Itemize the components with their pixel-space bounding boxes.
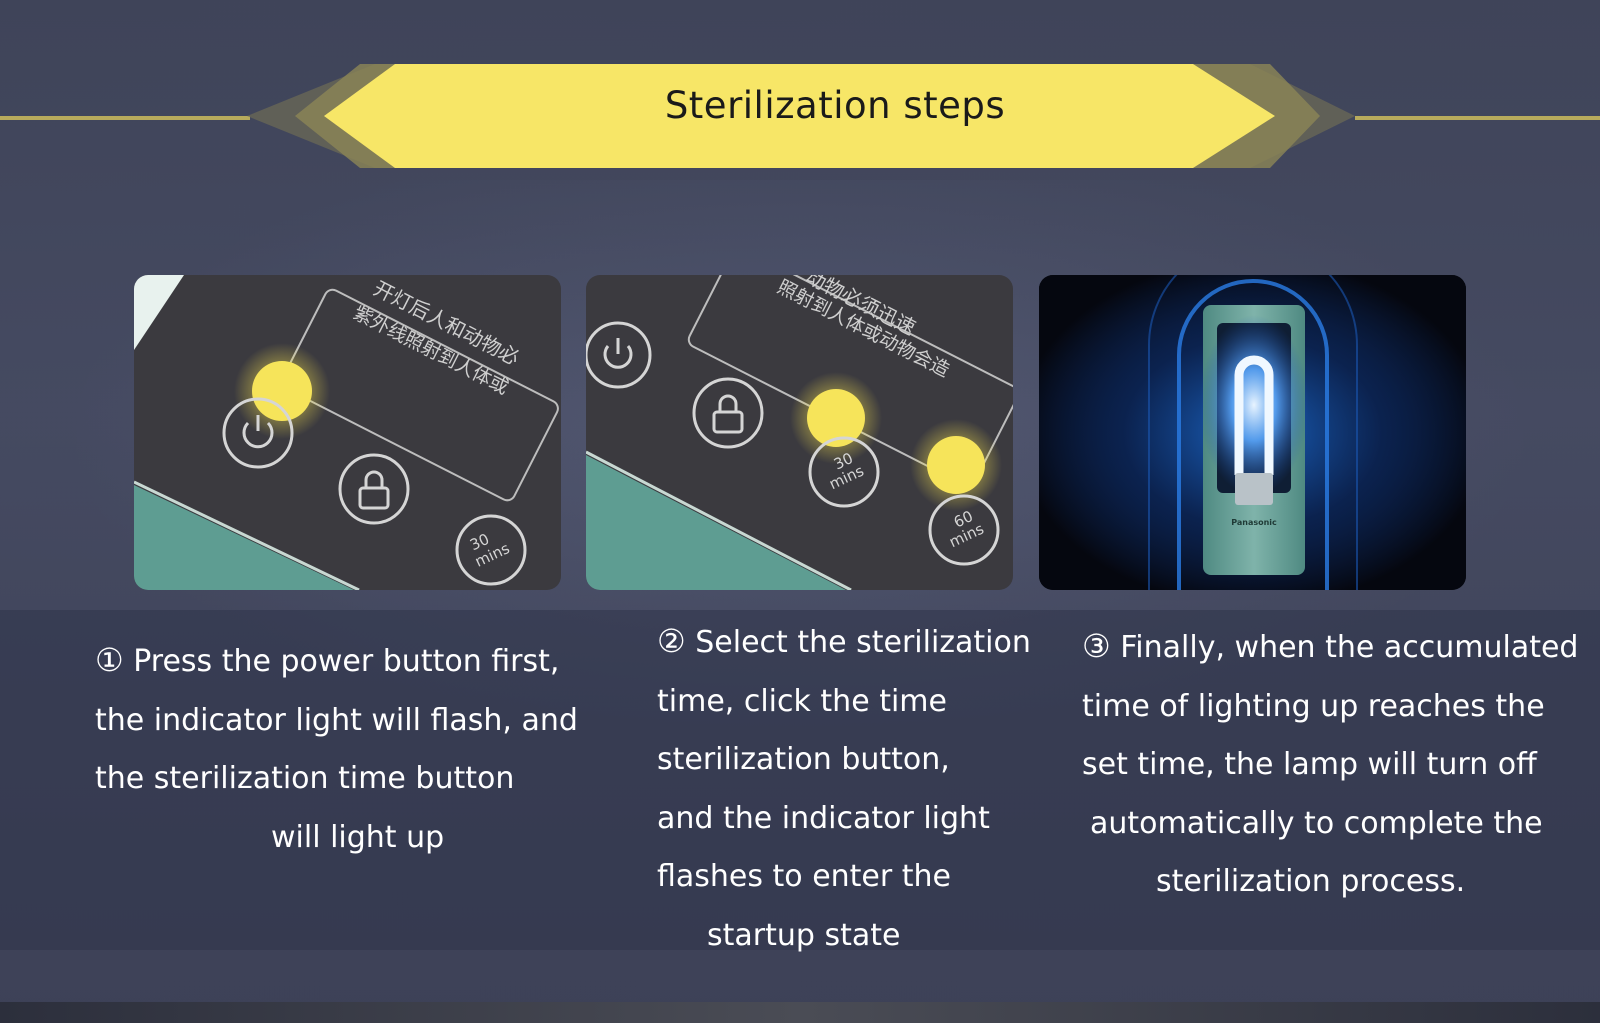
lock-icon [338, 453, 410, 525]
step-3-image: Panasonic [1039, 275, 1466, 590]
step-2-line-3: sterilization button, [657, 742, 950, 777]
step-1-image: 开灯后人和动物必 紫外线照射到人体或 30 mins [134, 275, 561, 590]
step-2-number: ② [657, 622, 686, 660]
lamp-brand-logo: Panasonic [1231, 518, 1277, 527]
step-3-line-3: set time, the lamp will turn off [1082, 747, 1537, 782]
bottom-bar [0, 1002, 1600, 1023]
step-1-line-3: the sterilization time button [95, 761, 515, 796]
step-2-line-5: flashes to enter the [657, 859, 951, 894]
step-3-number: ③ [1082, 627, 1111, 665]
power-icon [586, 321, 652, 389]
page-title: Sterilization steps [664, 84, 1006, 127]
step-2-line-4: and the indicator light [657, 800, 990, 836]
header-line-right [1355, 116, 1600, 120]
step-3-line-2: time of lighting up reaches the [1082, 688, 1545, 724]
step-2-line-6: startup state [707, 917, 901, 953]
step-1-caption: ① Press the power button first, the indi… [95, 631, 578, 867]
step-3-line-1: Finally, when the accumulated [1120, 630, 1579, 665]
step-3-line-4: automatically to complete the [1090, 805, 1543, 841]
step-1-line-2: the indicator light will flash, and [95, 702, 578, 738]
step-2-line-2: time, click the time [657, 683, 947, 719]
header-banner [247, 64, 1355, 168]
step-2-line-1: Select the sterilization [695, 625, 1031, 660]
step-2-caption: ② Select the sterilization time, click t… [657, 612, 1037, 965]
power-icon [222, 397, 294, 469]
step-3-caption: ③ Finally, when the accumulated time of … [1082, 617, 1582, 912]
step-1-number: ① [95, 641, 124, 679]
step-1-line-1: Press the power button first, [133, 644, 560, 679]
header-line-left [0, 116, 250, 120]
caption-band [0, 610, 1600, 950]
lock-icon [692, 377, 764, 449]
step-2-image: 动物必须迅速 照射到人体或动物会造 30 mins 60 mins [586, 275, 1013, 590]
step-1-line-4: will light up [271, 819, 445, 855]
step-3-line-5: sterilization process. [1156, 864, 1466, 899]
